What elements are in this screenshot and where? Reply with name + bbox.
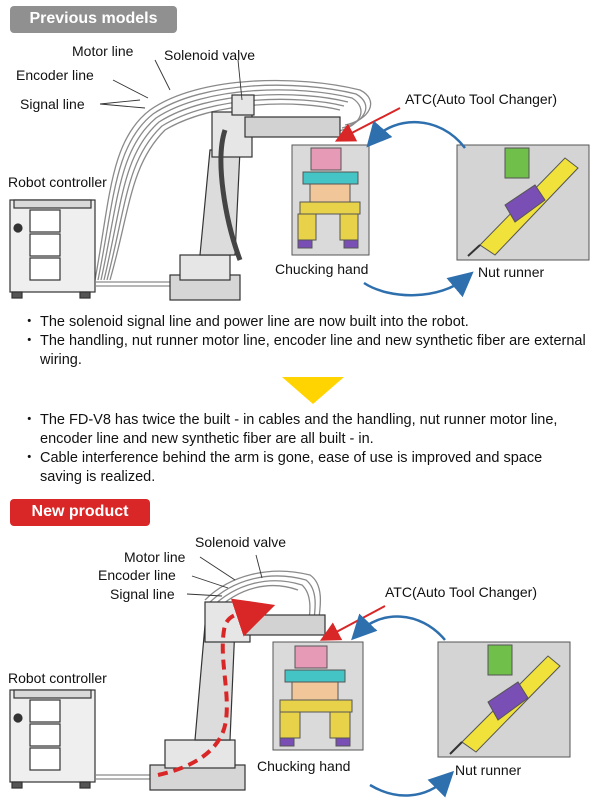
chucking-hand-new (272, 641, 364, 751)
blue-arrow-bottom-upper (351, 613, 446, 641)
label-motor-line-top: Motor line (72, 43, 134, 59)
label-chucking-hand-top: Chucking hand (275, 261, 369, 277)
bullet-after-2: Cable interference behind the arm is gon… (22, 449, 588, 487)
bullets-after: The FD-V8 has twice the built - in cable… (22, 411, 588, 487)
robot-controller-previous (9, 199, 96, 299)
label-motor-line-bottom: Motor line (124, 549, 186, 565)
bullet-before-2: The handling, nut runner motor line, enc… (22, 332, 588, 370)
chucking-hand-previous (291, 144, 370, 256)
label-chucking-hand-bottom: Chucking hand (257, 758, 351, 774)
robot-controller-new (9, 689, 96, 789)
down-triangle (282, 377, 344, 404)
label-signal-line-top: Signal line (20, 96, 85, 112)
previous-models-badge: Previous models (10, 6, 177, 33)
blue-arrow-top-upper (366, 120, 466, 149)
blue-arrow-top-lower (363, 271, 474, 298)
top-callouts (99, 59, 243, 109)
label-solenoid-valve-bottom: Solenoid valve (195, 534, 287, 550)
bullet-after-1: The FD-V8 has twice the built - in cable… (22, 411, 588, 449)
nut-runner-previous (456, 144, 590, 261)
external-cable-bundle (94, 79, 372, 287)
label-atc-top: ATC(Auto Tool Changer) (405, 91, 557, 107)
nut-runner-new (437, 641, 571, 758)
label-solenoid-valve-top: Solenoid valve (164, 47, 256, 63)
robot-arm-previous (169, 94, 341, 301)
new-product-badge: New product (10, 499, 150, 526)
label-signal-line-bottom: Signal line (110, 586, 175, 602)
label-nut-runner-top: Nut runner (478, 264, 545, 280)
internal-cable-bundle (96, 570, 322, 780)
bottom-callouts (186, 554, 263, 597)
bullets-before: The solenoid signal line and power line … (22, 313, 588, 370)
label-robot-controller-bottom: Robot controller (8, 670, 107, 686)
label-encoder-line-top: Encoder line (16, 67, 94, 83)
label-encoder-line-bottom: Encoder line (98, 567, 176, 583)
label-nut-runner-bottom: Nut runner (455, 762, 522, 778)
bullet-before-1: The solenoid signal line and power line … (22, 313, 588, 332)
label-atc-bottom: ATC(Auto Tool Changer) (385, 584, 537, 600)
blue-arrow-bottom-lower (369, 770, 455, 798)
label-robot-controller-top: Robot controller (8, 174, 107, 190)
